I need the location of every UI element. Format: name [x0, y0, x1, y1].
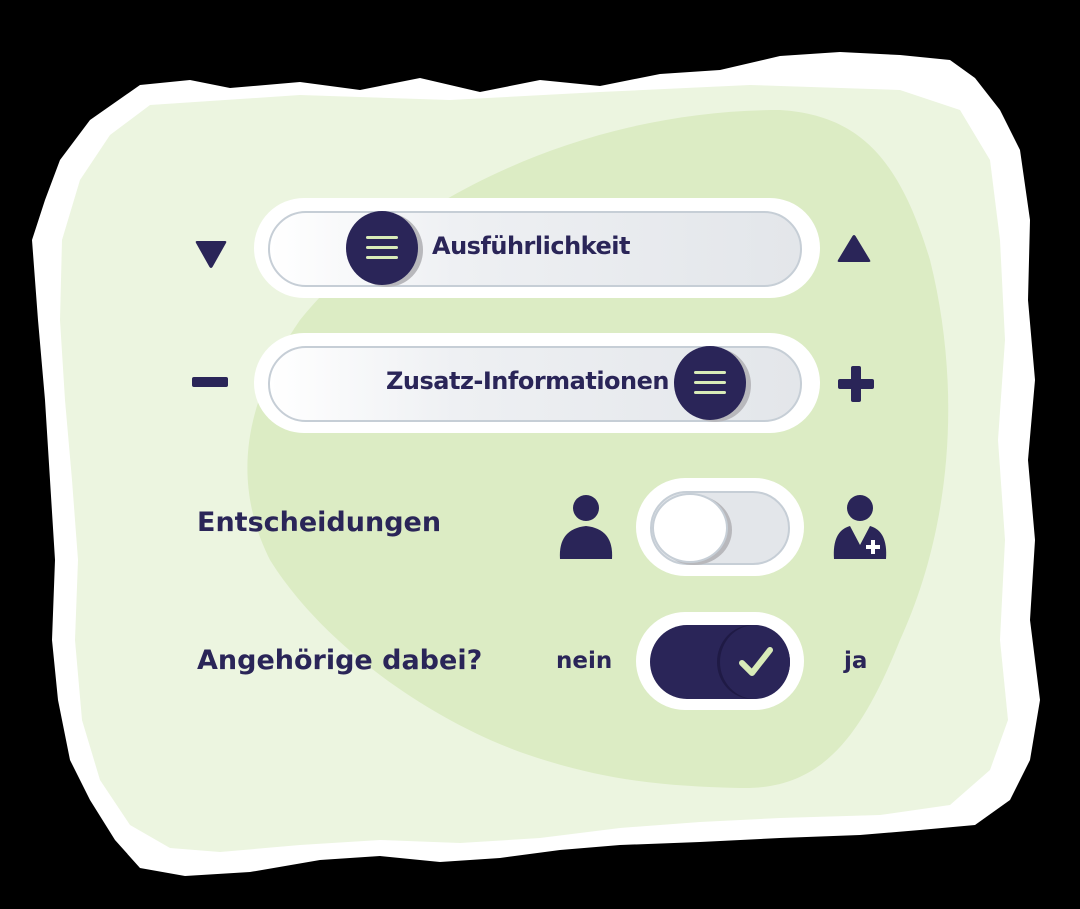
toggle-off-label: nein [556, 648, 613, 674]
plus-icon[interactable] [836, 364, 876, 404]
toggle-on-label: ja [844, 648, 868, 674]
additional-info-slider-handle[interactable] [674, 346, 746, 420]
decisions-toggle-knob[interactable] [652, 493, 728, 563]
additional-info-slider-label: Zusatz-Informationen [386, 367, 670, 395]
relatives-toggle[interactable] [636, 612, 804, 710]
triangle-up-icon[interactable] [836, 233, 872, 265]
verbosity-slider-label: Ausführlichkeit [432, 232, 630, 260]
minus-icon[interactable] [190, 372, 230, 392]
relatives-label: Angehörige dabei? [197, 645, 483, 676]
relatives-toggle-knob[interactable] [720, 625, 790, 699]
decisions-toggle[interactable] [636, 478, 804, 576]
verbosity-slider-handle[interactable] [346, 211, 418, 285]
checkmark-icon [739, 647, 773, 676]
doctor-icon [833, 495, 887, 559]
person-icon [559, 495, 613, 559]
triangle-down-icon[interactable] [194, 238, 228, 270]
decisions-label: Entscheidungen [197, 507, 442, 538]
